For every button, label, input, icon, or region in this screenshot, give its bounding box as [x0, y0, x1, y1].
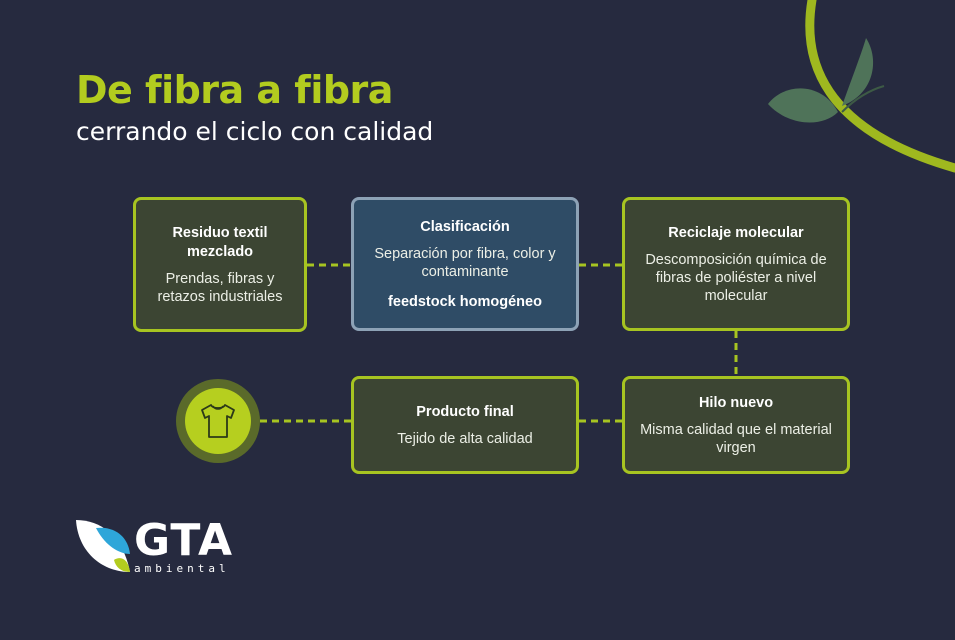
node-description: Prendas, fibras y retazos industriales: [157, 270, 283, 305]
node-hilo-nuevo: Hilo nuevo Misma calidad que el material…: [622, 376, 850, 474]
node-title: Clasificación: [420, 218, 510, 235]
node-title: Reciclaje molecular: [668, 224, 804, 241]
node-title: Hilo nuevo: [698, 394, 774, 411]
tshirt-icon: [201, 404, 235, 438]
page-title: De fibra a fibra: [76, 68, 393, 112]
node-producto-final: Producto final Tejido de alta calidad: [351, 376, 579, 474]
logo-wordmark: GTA: [134, 515, 233, 566]
node-highlight: feedstock homogéneo: [388, 293, 542, 310]
node-residuo-textil: Residuo textil mezclado Prendas, fibras …: [133, 197, 307, 332]
node-description: Separación por fibra, color y contaminan…: [374, 245, 556, 280]
logo-leaf-icon: [76, 520, 130, 572]
node-title: Residuo textil mezclado: [172, 224, 268, 260]
node-title: Producto final: [416, 403, 514, 420]
node-reciclaje-molecular: Reciclaje molecular Descomposición quími…: [622, 197, 850, 331]
logo-tagline: ambiental: [134, 562, 230, 575]
tshirt-badge: [176, 379, 260, 463]
page-subtitle: cerrando el ciclo con calidad: [76, 117, 434, 146]
node-description: Descomposición química de fibras de poli…: [645, 251, 827, 304]
gta-ambiental-logo: GTA ambiental: [74, 516, 244, 578]
node-clasificacion: Clasificación Separación por fibra, colo…: [351, 197, 579, 331]
node-description: Misma calidad que el material virgen: [640, 421, 832, 456]
node-description: Tejido de alta calidad: [397, 430, 533, 447]
